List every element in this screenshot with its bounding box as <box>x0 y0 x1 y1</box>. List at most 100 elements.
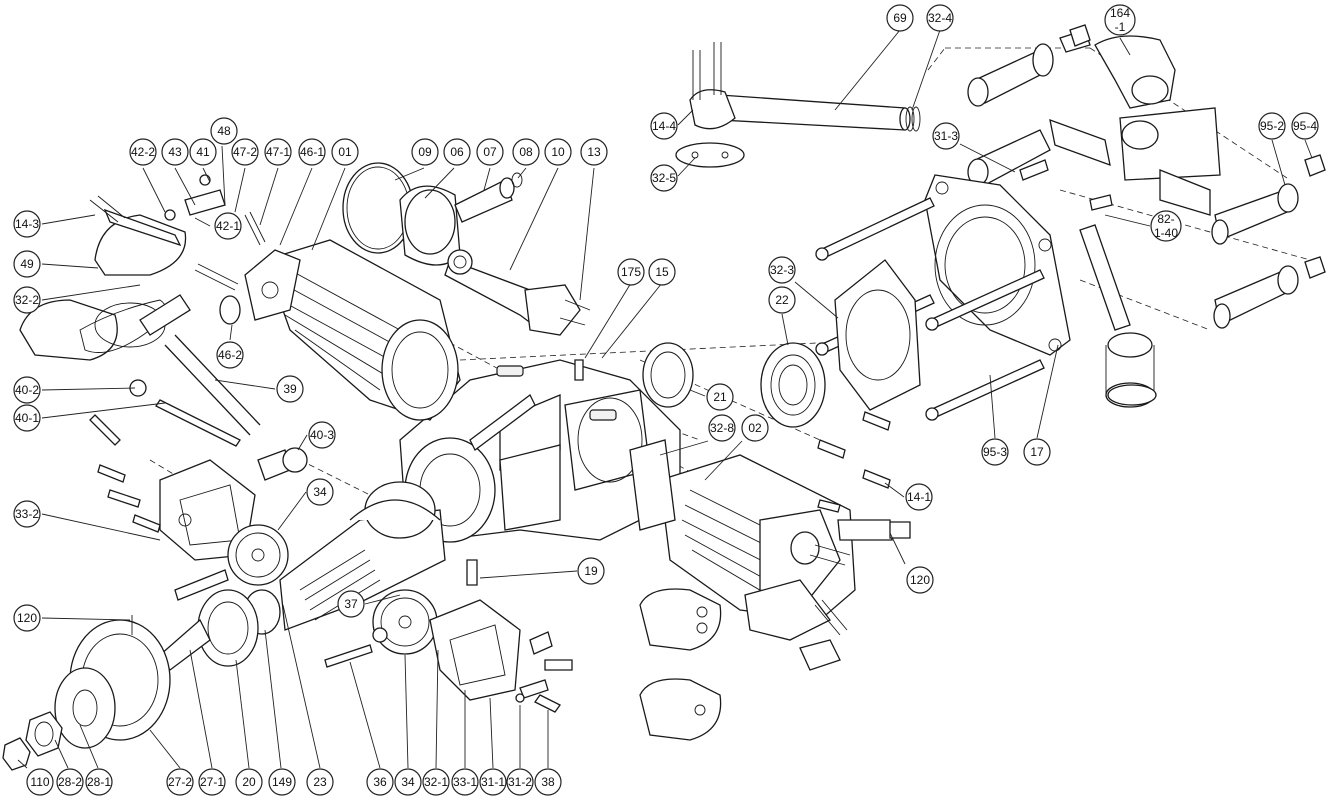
callout-text: 32-8 <box>710 421 734 435</box>
callout-text: 13 <box>587 145 601 159</box>
callout-39: 39 <box>276 375 304 403</box>
callout-text: 149 <box>272 775 292 789</box>
callout-42-2: 42-2 <box>129 138 157 166</box>
callout-text: 120 <box>910 573 930 587</box>
callout-text: 27-2 <box>168 775 192 789</box>
callout-175: 175 <box>617 258 645 286</box>
callout-36: 36 <box>366 768 394 796</box>
callout-31-3: 31-3 <box>932 122 960 150</box>
callout-text: 08 <box>519 145 533 159</box>
front-cam-cover <box>324 589 573 713</box>
callout-text: 19 <box>584 564 598 578</box>
callout-text: 33-2 <box>15 507 39 521</box>
crankshaft-assembly <box>2 481 446 771</box>
callout-text: 95-4 <box>1293 119 1317 133</box>
callout-33-2: 33-2 <box>13 500 41 528</box>
callout-49: 49 <box>13 250 41 278</box>
callout-text: 32-1 <box>424 775 448 789</box>
callout-text: 32-3 <box>770 263 794 277</box>
callout-text: 32-2 <box>15 293 39 307</box>
callout-text: 38 <box>541 775 555 789</box>
callout-text: 41 <box>196 145 210 159</box>
callout-32-8: 32-8 <box>708 414 736 442</box>
callout-47-2: 47-2 <box>231 138 259 166</box>
callout-text: 47-2 <box>233 145 257 159</box>
callout-text: 49 <box>20 257 34 271</box>
callout-38: 38 <box>534 768 562 796</box>
left-rocker-cover <box>19 195 187 361</box>
callout-text: 14-4 <box>652 119 676 133</box>
callout-text: 69 <box>893 11 907 25</box>
callout-text-line1: 164 <box>1110 6 1130 20</box>
callout-95-4: 95-4 <box>1291 112 1319 140</box>
callout-text: 09 <box>418 145 432 159</box>
callout-text: 23 <box>313 775 327 789</box>
callout-text: 27-1 <box>200 775 224 789</box>
callout-text: 14-1 <box>907 490 931 504</box>
callout-32-5: 32-5 <box>650 164 678 192</box>
callout-text: 46-1 <box>300 145 324 159</box>
callout-text: 14-3 <box>15 217 39 231</box>
callout-text: 34 <box>313 485 327 499</box>
callout-text-line1: 82- <box>1157 212 1174 226</box>
intake-tube <box>675 42 921 168</box>
callout-06: 06 <box>443 138 471 166</box>
callout-text: 31-3 <box>934 129 958 143</box>
callout-22: 22 <box>768 286 796 314</box>
callout-text: 40-1 <box>15 411 39 425</box>
callout-34-upper: 34 <box>306 478 334 506</box>
callout-95-2: 95-2 <box>1258 112 1286 140</box>
callout-32-2: 32-2 <box>13 286 41 314</box>
callout-40-2: 40-2 <box>13 376 41 404</box>
callout-82-1-40: 82- 1-40 <box>1150 210 1182 242</box>
push-rods <box>89 334 308 481</box>
callout-32-4: 32-4 <box>926 4 954 32</box>
callout-110: 110 <box>26 768 54 796</box>
small-bolts <box>466 159 1113 586</box>
callout-47-1: 47-1 <box>264 138 292 166</box>
callout-text: 46-2 <box>218 348 242 362</box>
callout-text: 110 <box>30 775 49 789</box>
callout-14-1: 14-1 <box>905 483 933 511</box>
callout-41: 41 <box>189 138 217 166</box>
callout-34-lower: 34 <box>394 768 422 796</box>
callout-13: 13 <box>580 138 608 166</box>
callout-text: 95-3 <box>983 445 1007 459</box>
callout-09: 09 <box>411 138 439 166</box>
callout-text: 95-2 <box>1260 119 1284 133</box>
callout-21: 21 <box>706 383 734 411</box>
callout-text: 37 <box>344 597 358 611</box>
callout-text: 17 <box>1030 445 1044 459</box>
callout-text: 02 <box>748 421 762 435</box>
callout-27-2: 27-2 <box>166 768 194 796</box>
callout-149: 149 <box>268 768 296 796</box>
callout-120-left: 120 <box>13 604 41 632</box>
callout-text-line2: -1 <box>1115 20 1126 34</box>
callout-31-1: 31-1 <box>479 768 507 796</box>
right-cylinder <box>629 439 911 671</box>
callout-31-2: 31-2 <box>506 768 534 796</box>
callout-69: 69 <box>886 4 914 32</box>
callout-20: 20 <box>235 768 263 796</box>
callout-text: 40-2 <box>15 383 39 397</box>
callout-text: 175 <box>621 265 641 279</box>
callout-text: 28-2 <box>58 775 82 789</box>
callout-text: 31-1 <box>481 775 505 789</box>
callout-text-line2: 1-40 <box>1154 226 1178 240</box>
part-callouts: 69 32-4 164 -1 14-4 32-5 31-3 95-2 95-4 … <box>13 4 1319 796</box>
callout-02: 02 <box>741 414 769 442</box>
callout-32-1: 32-1 <box>422 768 450 796</box>
leader-lines <box>17 29 1313 769</box>
callout-text: 42-2 <box>131 145 155 159</box>
callout-text: 39 <box>283 382 297 396</box>
callout-text: 31-2 <box>508 775 532 789</box>
callout-text: 48 <box>217 124 231 138</box>
callout-27-1: 27-1 <box>198 768 226 796</box>
bearings <box>642 342 826 428</box>
callout-15: 15 <box>648 258 676 286</box>
callout-text: 42-1 <box>216 219 240 233</box>
callout-33-1: 33-1 <box>451 768 479 796</box>
gasket-rear <box>834 259 921 411</box>
callout-text: 33-1 <box>453 775 477 789</box>
